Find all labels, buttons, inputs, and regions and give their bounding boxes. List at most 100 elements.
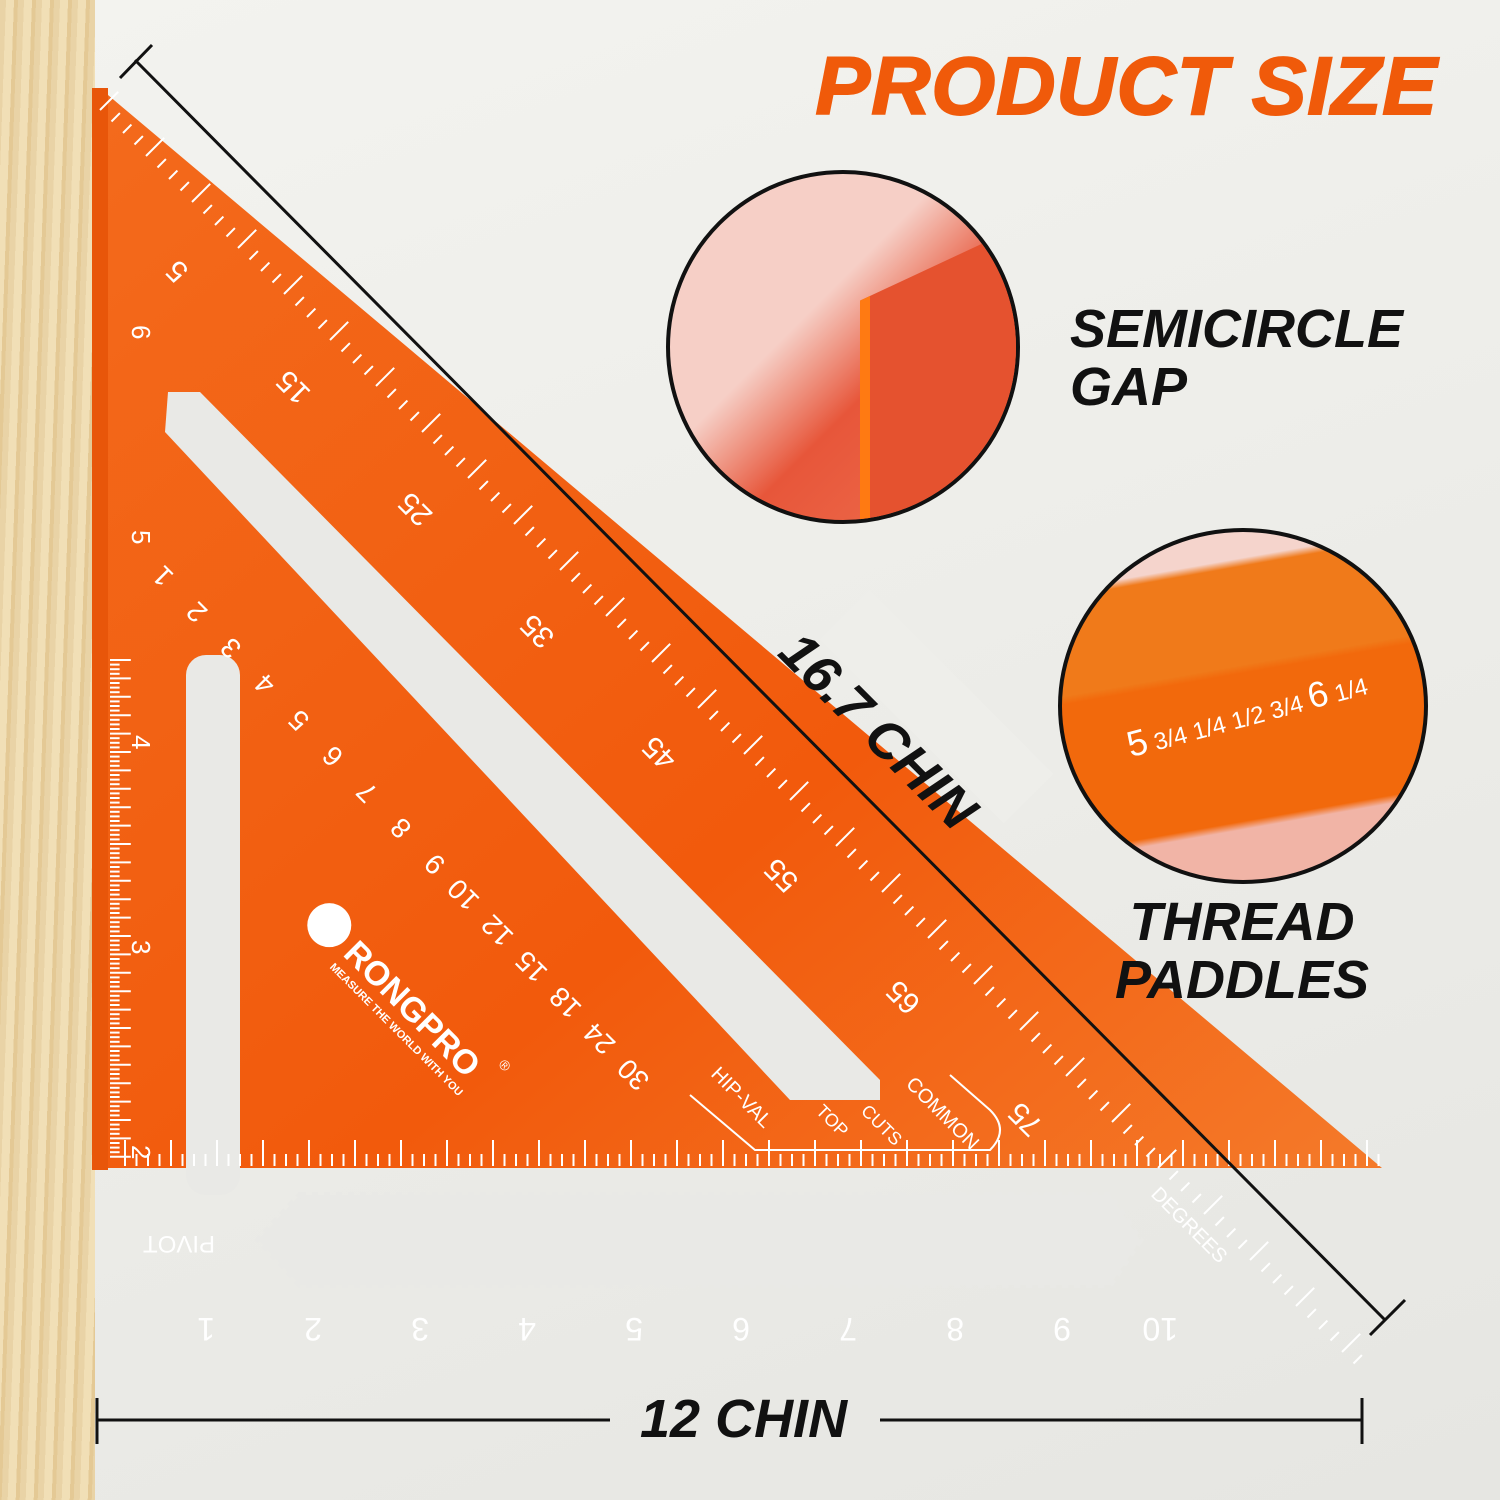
- tick-mark: [973, 965, 993, 985]
- tick-mark: [1329, 1331, 1340, 1342]
- tick-mark: [731, 733, 742, 744]
- left-scale-number: 3: [126, 940, 156, 954]
- tick-mark: [593, 595, 604, 606]
- tick-mark: [329, 321, 349, 341]
- page-title: PRODUCT SIZE: [815, 40, 1438, 133]
- base-dimension-label: 12 CHIN: [640, 1389, 848, 1449]
- tick-mark: [570, 572, 581, 583]
- tick-mark: [1030, 1032, 1041, 1043]
- tick-mark: [582, 583, 593, 594]
- tick-mark: [1042, 1043, 1053, 1054]
- tick-mark: [777, 779, 788, 790]
- tick-mark: [179, 181, 190, 192]
- tick-mark: [306, 307, 317, 318]
- tick-mark: [110, 112, 121, 123]
- tick-mark: [248, 250, 259, 261]
- tick-mark: [1145, 1147, 1156, 1158]
- tick-mark: [662, 664, 673, 675]
- tick-mark: [294, 296, 305, 307]
- left-scale-number: 2: [126, 1145, 156, 1159]
- rafter-arrow: [689, 1074, 1001, 1151]
- tick-mark: [421, 413, 441, 433]
- tick-mark: [1088, 1089, 1099, 1100]
- left-scale-number: 5: [126, 530, 156, 544]
- square-body: [108, 95, 1382, 1168]
- tick-mark: [927, 919, 947, 939]
- tick-mark: [1134, 1135, 1145, 1146]
- tick-mark: [708, 710, 719, 721]
- base-dimension-line: [95, 1398, 1364, 1444]
- tick-mark: [1352, 1354, 1363, 1365]
- circle-scale: 5 3/4 1/4 1/2 3/4 6 1/4: [1122, 640, 1424, 766]
- tick-mark: [628, 629, 639, 640]
- scale-number: 3/4: [1151, 721, 1191, 757]
- left-scale-number: 6: [126, 325, 156, 339]
- ruler-ticks: [99, 91, 1380, 1365]
- tick-mark: [1007, 1009, 1018, 1020]
- tick-mark: [478, 480, 489, 491]
- tick-mark: [191, 183, 211, 203]
- tick-mark: [467, 459, 487, 479]
- tick-mark: [455, 457, 466, 468]
- tick-mark: [1214, 1216, 1225, 1227]
- tick-mark: [639, 641, 650, 652]
- tick-mark: [984, 986, 995, 997]
- scale-number: 1/2: [1228, 700, 1268, 736]
- tick-mark: [122, 123, 133, 134]
- bottom-scale-number: 9: [1053, 1311, 1071, 1347]
- tick-mark: [1306, 1308, 1317, 1319]
- bottom-scale-number: 8: [946, 1311, 964, 1347]
- tick-mark: [616, 618, 627, 629]
- semicircle-gap-detail-circle: [666, 170, 1020, 524]
- callout-line: GAP: [1070, 357, 1188, 417]
- tick-mark: [915, 917, 926, 928]
- semicircle-gap-callout: SEMICIRCLE GAP: [1070, 300, 1403, 416]
- tick-mark: [260, 261, 271, 272]
- tick-mark: [444, 445, 455, 456]
- tick-mark: [881, 873, 901, 893]
- tick-mark: [961, 963, 972, 974]
- tick-mark: [547, 549, 558, 560]
- tick-mark: [651, 643, 671, 663]
- tick-mark: [1318, 1319, 1329, 1330]
- tick-mark: [386, 388, 397, 399]
- tick-mark: [1157, 1149, 1177, 1169]
- tick-mark: [1237, 1239, 1248, 1250]
- hypotenuse-dimension-line: [118, 43, 1407, 1337]
- tick-mark: [674, 675, 685, 686]
- tick-mark: [145, 137, 165, 157]
- tick-mark: [156, 158, 167, 169]
- bottom-scale-number: 1: [197, 1311, 215, 1347]
- tick-mark: [559, 551, 579, 571]
- tick-mark: [605, 597, 625, 617]
- gap-detail-edge: [860, 207, 1016, 520]
- tick-mark: [271, 273, 282, 284]
- tick-mark: [352, 353, 363, 364]
- tick-mark: [1122, 1124, 1133, 1135]
- tick-mark: [996, 997, 1007, 1008]
- tick-mark: [432, 434, 443, 445]
- tick-mark: [1203, 1195, 1223, 1215]
- tick-mark: [501, 503, 512, 514]
- toothed-slot: [253, 1192, 1144, 1288]
- tick-mark: [99, 91, 119, 111]
- tick-mark: [524, 526, 535, 537]
- bottom-scale-number: 5: [625, 1311, 643, 1347]
- tick-mark: [938, 940, 949, 951]
- scale-number: 3/4: [1267, 690, 1307, 726]
- tick-mark: [1180, 1181, 1191, 1192]
- tick-mark: [904, 905, 915, 916]
- tick-mark: [685, 687, 696, 698]
- tick-mark: [766, 767, 777, 778]
- bottom-scale-number: 6: [732, 1311, 750, 1347]
- tick-mark: [237, 229, 257, 249]
- tick-mark: [363, 365, 374, 376]
- tick-mark: [800, 802, 811, 813]
- tick-mark: [835, 827, 855, 847]
- tick-mark: [1065, 1057, 1085, 1077]
- tick-mark: [720, 721, 731, 732]
- callout-line: SEMICIRCLE: [1070, 299, 1404, 359]
- square-lip: [92, 88, 108, 1170]
- tick-mark: [950, 951, 961, 962]
